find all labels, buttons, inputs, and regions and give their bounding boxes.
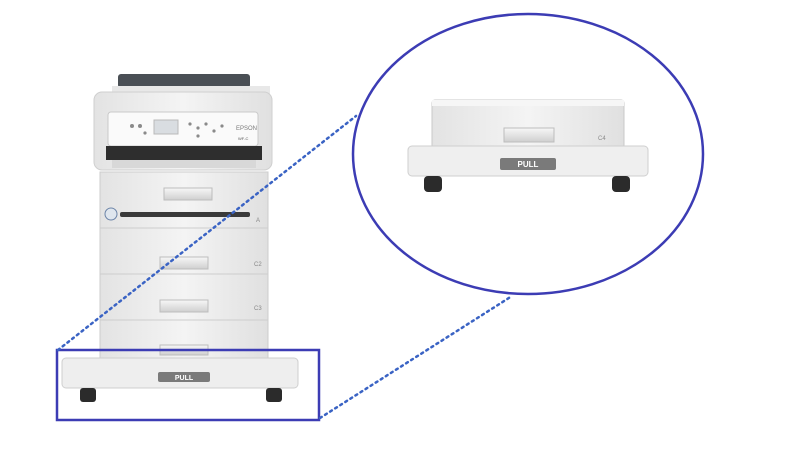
- brand-label: EPSON: [236, 126, 257, 132]
- paper-output-slot: [106, 146, 262, 160]
- tray-a-label: A: [256, 218, 260, 224]
- zoom-pull-plate[interactable]: [500, 158, 556, 170]
- cabinet-pull-plate[interactable]: [158, 372, 210, 382]
- paper-feed-slot: [120, 212, 250, 217]
- printer: EPSON WF-C A C2 C3 PULL: [61, 74, 299, 402]
- tray-c2-label: C2: [254, 262, 262, 268]
- zoom-connector-lines: [56, 114, 514, 420]
- cabinet-casters: [80, 388, 282, 402]
- highlight-box: [55, 348, 321, 422]
- panel-buttons: [130, 122, 224, 138]
- tray-c3-label: C3: [254, 306, 262, 312]
- zoom-casters: [424, 176, 630, 192]
- printer-top-cover: [118, 74, 250, 88]
- display-screen: [153, 119, 179, 135]
- cabinet-pull-label: PULL: [175, 375, 194, 382]
- zoom-detail: C4 PULL: [353, 14, 703, 294]
- zoom-circle-outline: [351, 12, 705, 296]
- info-icon: [104, 207, 118, 221]
- zoom-cassette-label: C4: [598, 136, 606, 142]
- model-label: WF-C: [238, 136, 249, 141]
- zoom-pull-label: PULL: [518, 160, 539, 169]
